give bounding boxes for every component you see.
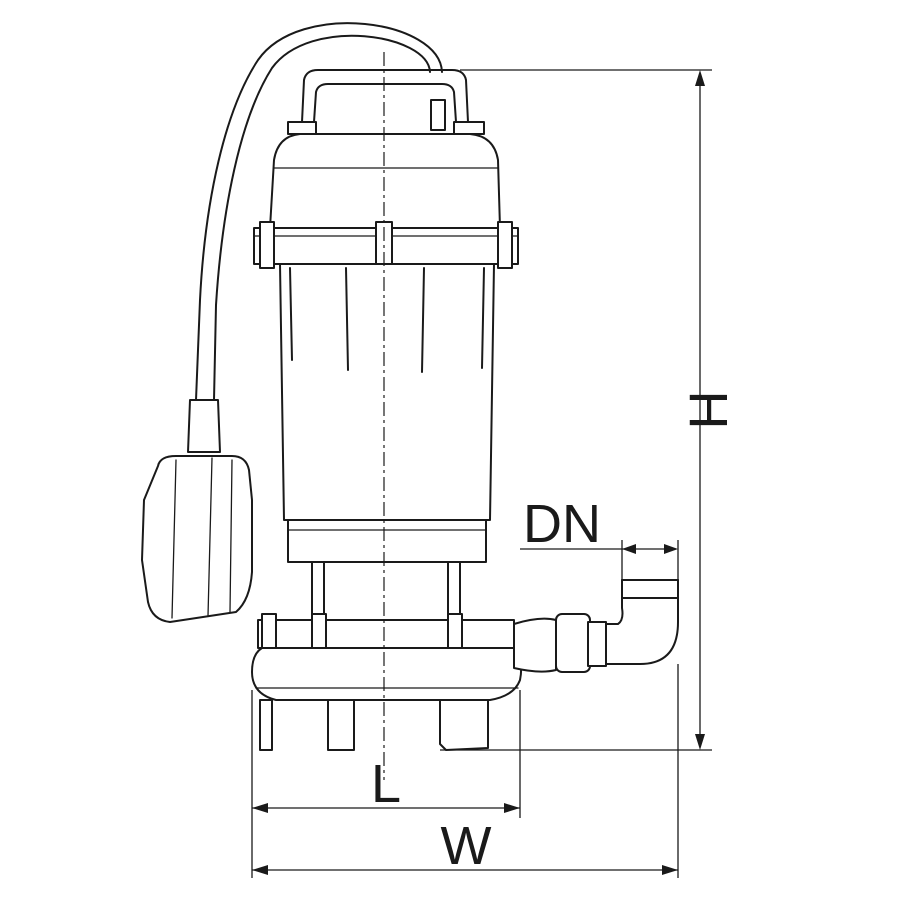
outlet-label: DN bbox=[523, 494, 601, 554]
float-switch bbox=[141, 399, 253, 623]
dimension-length: L bbox=[251, 690, 521, 878]
height-label: H bbox=[678, 391, 738, 430]
motor-housing bbox=[279, 263, 495, 563]
pump-base-plate bbox=[257, 613, 515, 649]
discharge-outlet bbox=[513, 579, 679, 673]
connecting-studs bbox=[311, 561, 461, 621]
pump-feet bbox=[259, 699, 489, 751]
dimension-height: H bbox=[440, 69, 738, 751]
motor-cap bbox=[269, 133, 501, 229]
dimension-width: W bbox=[252, 664, 679, 878]
length-label: L bbox=[371, 754, 401, 814]
width-label: W bbox=[441, 816, 492, 876]
cap-flange bbox=[253, 221, 519, 269]
dimension-outlet: DN bbox=[520, 494, 679, 580]
pump-volute bbox=[251, 647, 523, 701]
pump-handle bbox=[287, 69, 485, 135]
float-switch-cable bbox=[195, 22, 446, 401]
